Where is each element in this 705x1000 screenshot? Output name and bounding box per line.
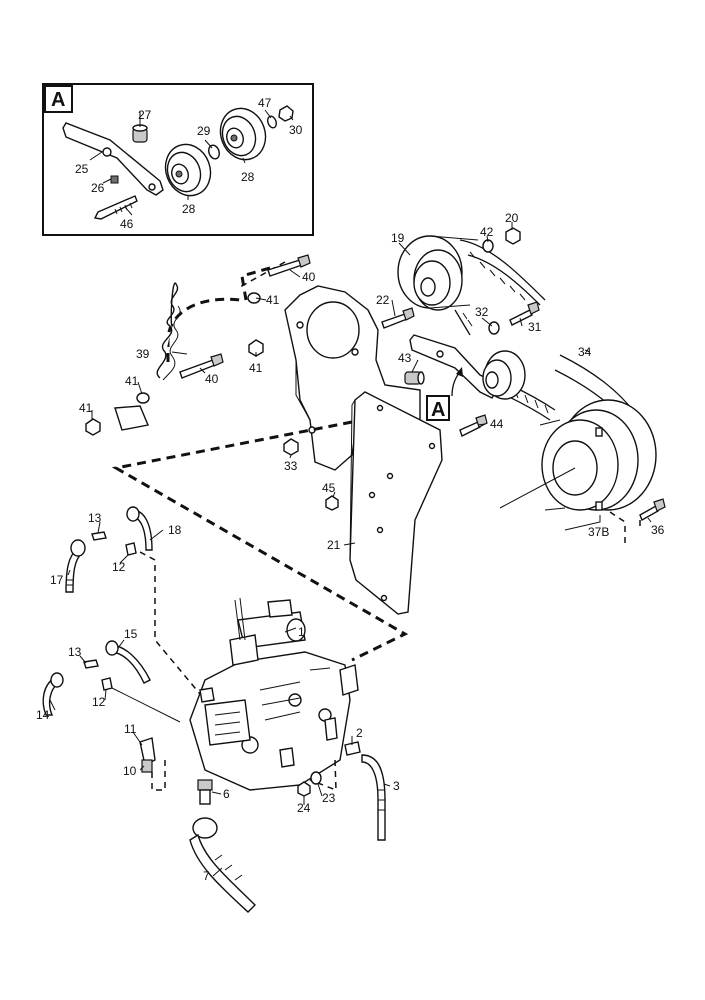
part-label-41d: 41 (79, 401, 93, 415)
part-label-29: 29 (197, 124, 211, 138)
spring-anchor-block (114, 405, 149, 431)
bolt-40-lower (179, 353, 224, 379)
hose-14 (42, 672, 64, 716)
spacer-27 (132, 124, 148, 143)
part-label-47: 47 (258, 96, 272, 110)
part-label-46: 46 (120, 217, 134, 231)
part-label-14: 14 (36, 708, 50, 722)
part-label-41b: 41 (249, 361, 263, 375)
part-label-25: 25 (75, 162, 89, 176)
spacer-43 (404, 371, 425, 385)
mounting-bracket-upper (284, 285, 421, 471)
washer-32 (488, 321, 500, 335)
part-label-26: 26 (91, 181, 105, 195)
bolt-36 (639, 498, 666, 522)
part-label-42: 42 (480, 225, 494, 239)
part-label-24: 24 (297, 801, 311, 815)
connection-line-pump (111, 420, 409, 662)
part-label-20: 20 (505, 211, 519, 225)
part-label-12a: 12 (112, 560, 126, 574)
part-label-28a: 28 (182, 202, 196, 216)
part-labels: 1 2 3 6 7 10 11 12 12 13 13 14 15 17 18 … (36, 96, 665, 883)
part-label-11: 11 (124, 722, 137, 736)
callout-label: A (431, 399, 445, 421)
bolt-46 (93, 195, 138, 220)
large-pulley-37b (539, 399, 657, 511)
part-label-28b: 28 (241, 170, 255, 184)
hose-3 (361, 754, 386, 841)
mounting-plate-21 (349, 391, 443, 615)
part-label-10: 10 (123, 764, 137, 778)
tension-spring-39 (156, 282, 181, 381)
part-label-7: 7 (203, 869, 210, 883)
pulley-19 (397, 235, 479, 311)
fitting-6 (197, 779, 213, 805)
fitting-12b (101, 677, 113, 691)
leader-lines (49, 222, 652, 877)
part-label-40b: 40 (205, 372, 219, 386)
part-label-36: 36 (651, 523, 665, 537)
part-label-34: 34 (578, 345, 592, 359)
pulley-28-upper (219, 107, 267, 161)
washer-23 (310, 771, 322, 785)
nut-45 (325, 495, 339, 511)
part-label-30: 30 (289, 123, 303, 137)
washer-41c (136, 392, 150, 404)
part-label-13a: 13 (88, 511, 102, 525)
hose-15 (105, 640, 151, 684)
idler-arm-assembly (409, 334, 526, 400)
washer-41a (247, 292, 261, 304)
nut-41d (85, 418, 101, 436)
bolt-40-upper (267, 254, 311, 277)
part-label-3: 3 (393, 779, 400, 793)
idler-bracket (62, 122, 164, 196)
part-label-17: 17 (50, 573, 64, 587)
part-label-40a: 40 (302, 270, 316, 284)
fitting-13b (83, 659, 99, 669)
part-label-44: 44 (490, 417, 504, 431)
part-label-12b: 12 (92, 695, 106, 709)
part-label-27: 27 (138, 108, 152, 122)
part-label-6: 6 (223, 787, 230, 801)
part-label-32: 32 (475, 305, 489, 319)
nut-33 (283, 438, 299, 456)
part-label-2: 2 (356, 726, 363, 740)
part-label-41a: 41 (266, 293, 280, 307)
part-label-15: 15 (124, 627, 138, 641)
injection-pump (189, 597, 359, 791)
part-label-13b: 13 (68, 645, 82, 659)
nut-41b (248, 339, 264, 357)
pulley-28-lower (164, 143, 212, 197)
part-label-37b: 37B (588, 525, 609, 539)
fitting-10-11 (139, 737, 156, 773)
part-label-21: 21 (327, 538, 341, 552)
hose-17 (65, 539, 86, 593)
fitting-2 (344, 741, 361, 756)
bolt-22 (381, 307, 415, 329)
connection-line-spring (166, 266, 271, 362)
fitting-12a (125, 542, 137, 556)
part-label-33: 33 (284, 459, 298, 473)
fitting-13a (91, 531, 107, 541)
callout-a[interactable]: A (426, 367, 463, 421)
part-label-39: 39 (136, 347, 150, 361)
nut-20 (505, 227, 521, 245)
part-label-19: 19 (391, 231, 405, 245)
detail-box-label: A (51, 89, 65, 111)
hose-18 (126, 506, 153, 551)
part-label-23: 23 (322, 791, 336, 805)
bolt-44 (459, 414, 488, 437)
part-label-43: 43 (398, 351, 412, 365)
part-label-41c: 41 (125, 374, 139, 388)
detail-box-a: A (42, 83, 314, 236)
part-label-1: 1 (298, 625, 305, 639)
part-label-45: 45 (322, 481, 336, 495)
part-label-22: 22 (376, 293, 390, 307)
hose-7 (189, 817, 256, 913)
bolt-31 (509, 301, 540, 326)
nut-24 (297, 781, 311, 797)
part-label-31: 31 (528, 320, 542, 334)
part-label-18: 18 (168, 523, 182, 537)
